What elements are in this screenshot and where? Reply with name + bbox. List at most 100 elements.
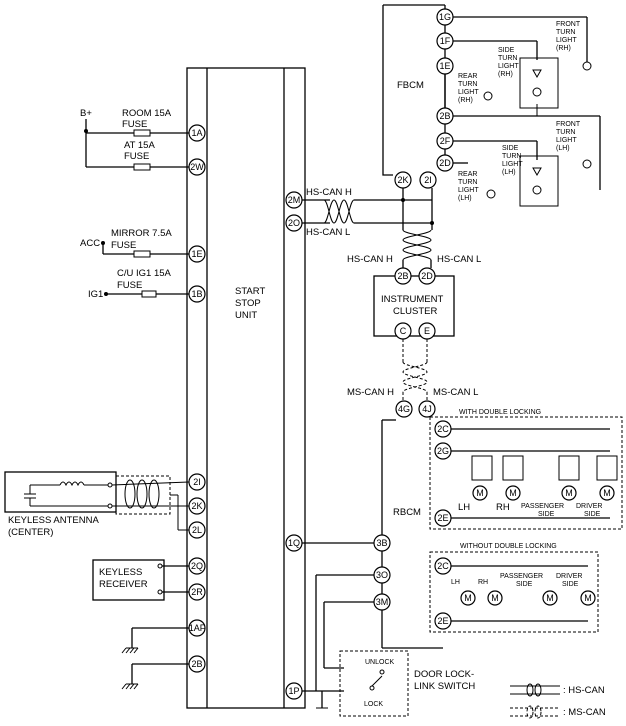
switch-label-1: DOOR LOCK- (414, 669, 474, 680)
keyless-antenna: KEYLESS ANTENNA (CENTER) (4, 471, 190, 538)
start-stop-unit: START STOP UNIT (186, 67, 306, 709)
keyless-receiver-label-1: KEYLESS (99, 567, 142, 578)
power-feeds: B+ ROOM 15A FUSE AT 15A FUSE ACC MIRROR … (80, 108, 189, 300)
pin-ssu-2b: 2B (188, 655, 206, 673)
svg-text:LOCK: LOCK (364, 701, 383, 708)
svg-text:2L: 2L (192, 525, 202, 535)
svg-text:SIDE: SIDE (562, 581, 579, 588)
pin-ssu-1af: 1AF (188, 619, 206, 637)
pin-rbcm-3m: 3M (373, 593, 391, 611)
svg-text:(RH): (RH) (498, 71, 513, 78)
pin-rbcm-2c-a: 2C (434, 420, 452, 438)
with-double-locking-label: WITH DOUBLE LOCKING (459, 409, 541, 416)
fbcm: FBCM (382, 4, 446, 176)
legend-hs-can: : HS-CAN (563, 685, 605, 696)
keyless-receiver-label-2: RECEIVER (99, 579, 148, 590)
svg-text:TURN: TURN (502, 153, 521, 160)
without-double-locking: WITHOUT DOUBLE LOCKING M M M M LH RH PAS… (429, 543, 599, 633)
pin-ssu-1a: 1A (188, 124, 206, 142)
acc-label: ACC (80, 238, 100, 249)
svg-text:2C: 2C (437, 561, 449, 571)
pin-ssu-2q: 2Q (188, 557, 206, 575)
front-turn-light-rh: FRONT TURN LIGHT (RH) (556, 21, 592, 71)
svg-text:LIGHT: LIGHT (498, 63, 519, 70)
pin-ssu-2i: 2I (188, 473, 206, 491)
front-turn-light-lh: FRONT TURN LIGHT (LH) (556, 121, 592, 169)
svg-text:1E: 1E (439, 61, 450, 71)
pin-fbcm-2b: 2B (436, 107, 454, 125)
svg-text:LIGHT: LIGHT (458, 187, 479, 194)
svg-text:3B: 3B (376, 538, 387, 548)
svg-text:M: M (603, 488, 611, 498)
svg-text:SIDE: SIDE (538, 511, 555, 518)
mirror-fuse-label-2: FUSE (111, 240, 136, 251)
rbcm-label: RBCM (393, 507, 421, 518)
svg-text:LIGHT: LIGHT (556, 137, 577, 144)
svg-text:TURN: TURN (498, 55, 517, 62)
fbcm-label: FBCM (397, 80, 424, 91)
keyless-antenna-label-1: KEYLESS ANTENNA (8, 515, 99, 526)
svg-text:SIDE: SIDE (498, 47, 515, 54)
switch-label-2: LINK SWITCH (414, 681, 475, 692)
rear-turn-light-rh: REAR TURN LIGHT (RH) (458, 73, 493, 104)
svg-text:LIGHT: LIGHT (502, 161, 523, 168)
svg-text:SIDE: SIDE (516, 581, 533, 588)
ssu-label-2: STOP (235, 298, 261, 309)
svg-text:2R: 2R (191, 587, 203, 597)
svg-text:(RH): (RH) (458, 97, 473, 104)
svg-text:M: M (476, 488, 484, 498)
at-fuse-label-2: FUSE (124, 151, 149, 162)
pin-ssu-1e: 1E (188, 245, 206, 263)
instrument-cluster: INSTRUMENT CLUSTER (373, 275, 455, 337)
svg-text:2B: 2B (191, 659, 202, 669)
keyless-antenna-label-2: (CENTER) (8, 527, 53, 538)
svg-text:PASSENGER: PASSENGER (500, 573, 543, 580)
turn-light-wiring (444, 16, 601, 190)
room-fuse-label-1: ROOM 15A (122, 108, 172, 119)
hs-can-l-label-1: HS-CAN L (306, 227, 350, 238)
svg-text:LIGHT: LIGHT (556, 37, 577, 44)
side-turn-light-lh: SIDE TURN LIGHT (LH) (502, 145, 559, 207)
hs-can-l-label-2: HS-CAN L (437, 254, 481, 265)
svg-text:2F: 2F (440, 136, 451, 146)
bplus-label: B+ (80, 108, 92, 119)
svg-text:UNLOCK: UNLOCK (365, 659, 395, 666)
pin-fbcm-2d: 2D (436, 154, 454, 172)
pin-ssu-2k: 2K (188, 497, 206, 515)
pin-fbcm-1e: 1E (436, 57, 454, 75)
svg-text:2E: 2E (437, 513, 448, 523)
svg-text:1P: 1P (288, 686, 299, 696)
svg-text:1B: 1B (191, 289, 202, 299)
ms-can-link: MS-CAN H MS-CAN L (347, 339, 478, 401)
svg-text:M: M (509, 488, 517, 498)
mirror-fuse-label-1: MIRROR 7.5A (111, 228, 172, 239)
room-fuse-label-2: FUSE (122, 119, 147, 130)
svg-text:M: M (464, 593, 472, 603)
rear-turn-light-lh: REAR TURN LIGHT (LH) (458, 171, 496, 202)
pin-rbcm-4g: 4G (395, 400, 413, 418)
svg-text:(LH): (LH) (458, 195, 472, 202)
svg-text:LH: LH (451, 579, 460, 586)
pin-fbcm-2i: 2I (419, 171, 437, 189)
svg-text:2G: 2G (437, 446, 449, 456)
svg-text:DRIVER: DRIVER (556, 573, 582, 580)
svg-text:C: C (400, 326, 407, 336)
svg-text:TURN: TURN (458, 81, 477, 88)
pin-rbcm-3b: 3B (373, 534, 391, 552)
svg-text:2W: 2W (190, 162, 204, 172)
pin-cluster-e: E (418, 322, 436, 340)
svg-text:3M: 3M (376, 597, 389, 607)
side-turn-light-rh: SIDE TURN LIGHT (RH) (498, 47, 559, 116)
svg-text:M: M (565, 488, 573, 498)
svg-text:M: M (546, 593, 554, 603)
pin-ssu-2r: 2R (188, 583, 206, 601)
pin-cluster-c: C (394, 322, 412, 340)
pin-fbcm-2f: 2F (436, 132, 454, 150)
svg-text:2C: 2C (437, 424, 449, 434)
svg-text:SIDE: SIDE (584, 511, 601, 518)
svg-text:2B: 2B (397, 271, 408, 281)
pin-ssu-1q: 1Q (285, 534, 303, 552)
svg-text:M: M (491, 593, 499, 603)
svg-text:2Q: 2Q (191, 561, 203, 571)
svg-text:4J: 4J (422, 404, 432, 414)
